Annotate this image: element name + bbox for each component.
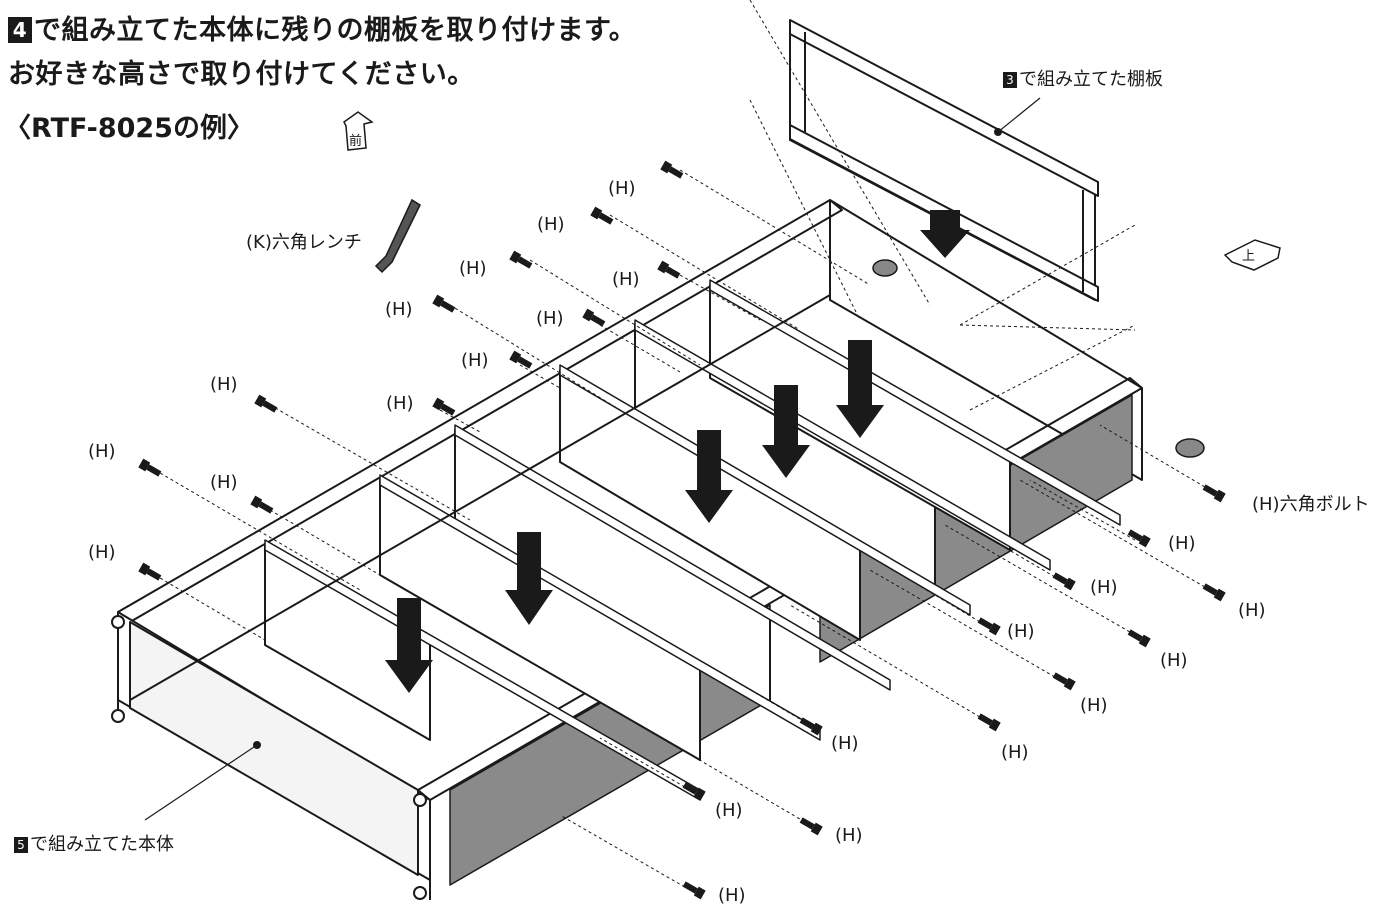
bolt-label: (H) bbox=[210, 472, 238, 493]
bolt-label: (H) bbox=[210, 374, 238, 395]
front-direction-icon bbox=[343, 111, 374, 151]
bolt-label: (H) bbox=[1160, 650, 1188, 671]
bolt-label: (H) bbox=[536, 308, 564, 329]
body-callout-text: で組み立てた本体 bbox=[30, 834, 174, 855]
bolt-label: (H) bbox=[1168, 533, 1196, 554]
bolt-icons bbox=[138, 160, 1226, 900]
bolt-label: (H) bbox=[835, 825, 863, 846]
model-example-label: 〈RTF-8025の例〉 bbox=[4, 113, 254, 144]
up-direction-label: 上 bbox=[1242, 249, 1256, 264]
hex-bolt-label: (H)六角ボルト bbox=[1252, 494, 1370, 515]
down-arrows bbox=[385, 210, 970, 693]
bolt-label: (H) bbox=[461, 350, 489, 371]
hex-wrench-label: (K)六角レンチ bbox=[246, 232, 362, 253]
adjuster-feet-icon bbox=[872, 259, 1205, 458]
bolt-label: (H) bbox=[1080, 695, 1108, 716]
instruction-text-1: で組み立てた本体に残りの棚板を取り付けます。 bbox=[34, 15, 637, 46]
bolt-label: (H) bbox=[88, 542, 116, 563]
bolt-label: (H) bbox=[715, 800, 743, 821]
bolt-label: (H) bbox=[1090, 577, 1118, 598]
bolt-label: (H) bbox=[385, 299, 413, 320]
body-step-badge: 5 bbox=[14, 837, 28, 853]
bolt-label: (H) bbox=[1238, 600, 1266, 621]
bolt-label: (H) bbox=[88, 441, 116, 462]
bolt-label: (H) bbox=[1001, 742, 1029, 763]
step-number-badge: 4 bbox=[8, 17, 32, 43]
instruction-line-2: お好きな高さで取り付けてください。 bbox=[8, 59, 475, 90]
shelf-callout-text: で組み立てた棚板 bbox=[1019, 69, 1163, 90]
bolt-label: (H) bbox=[1007, 621, 1035, 642]
front-direction-label: 前 bbox=[349, 134, 363, 149]
hex-wrench-icon bbox=[374, 198, 421, 274]
up-direction-icon bbox=[1223, 239, 1281, 271]
bolt-label: (H) bbox=[459, 258, 487, 279]
floating-shelf-panel bbox=[789, 19, 1099, 302]
bolt-label: (H) bbox=[537, 214, 565, 235]
shelf-step-badge: 3 bbox=[1003, 72, 1017, 88]
bolt-label: (H) bbox=[608, 178, 636, 199]
bolt-label: (H) bbox=[612, 269, 640, 290]
bolt-label: (H) bbox=[831, 733, 859, 754]
bolt-label: (H) bbox=[386, 393, 414, 414]
bolt-label: (H) bbox=[718, 885, 746, 906]
